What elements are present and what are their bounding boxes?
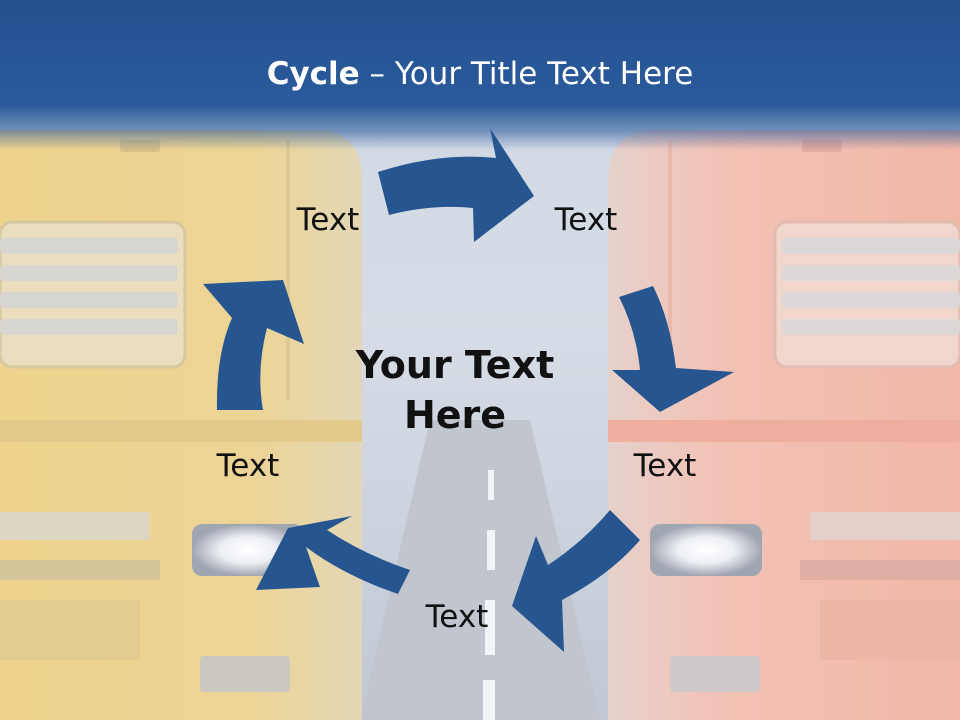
center-text-line-1: Your Text xyxy=(355,343,555,387)
slide-title-bold: Cycle xyxy=(266,56,360,92)
slide-title-rest: – Your Title Text Here xyxy=(359,56,694,92)
cycle-arrow-bottom-left[interactable] xyxy=(256,516,410,594)
cycle-arrow-right[interactable] xyxy=(612,286,734,412)
cycle-label-left[interactable]: Text xyxy=(216,448,280,484)
cycle-arrow-top[interactable] xyxy=(378,128,534,242)
title-bar xyxy=(0,0,960,150)
cycle-label-bottom[interactable]: Text xyxy=(425,599,489,635)
slide-title[interactable]: Cycle – Your Title Text Here xyxy=(0,52,960,96)
cycle-label-top-right[interactable]: Text xyxy=(554,202,618,238)
cycle-arrow-left[interactable] xyxy=(203,280,304,410)
cycle-arrow-bottom-right[interactable] xyxy=(512,510,640,652)
cycle-label-right[interactable]: Text xyxy=(633,448,697,484)
cycle-label-top-left[interactable]: Text xyxy=(296,202,360,238)
center-text[interactable]: Your Text Here xyxy=(330,340,580,440)
center-text-line-2: Here xyxy=(403,393,507,437)
